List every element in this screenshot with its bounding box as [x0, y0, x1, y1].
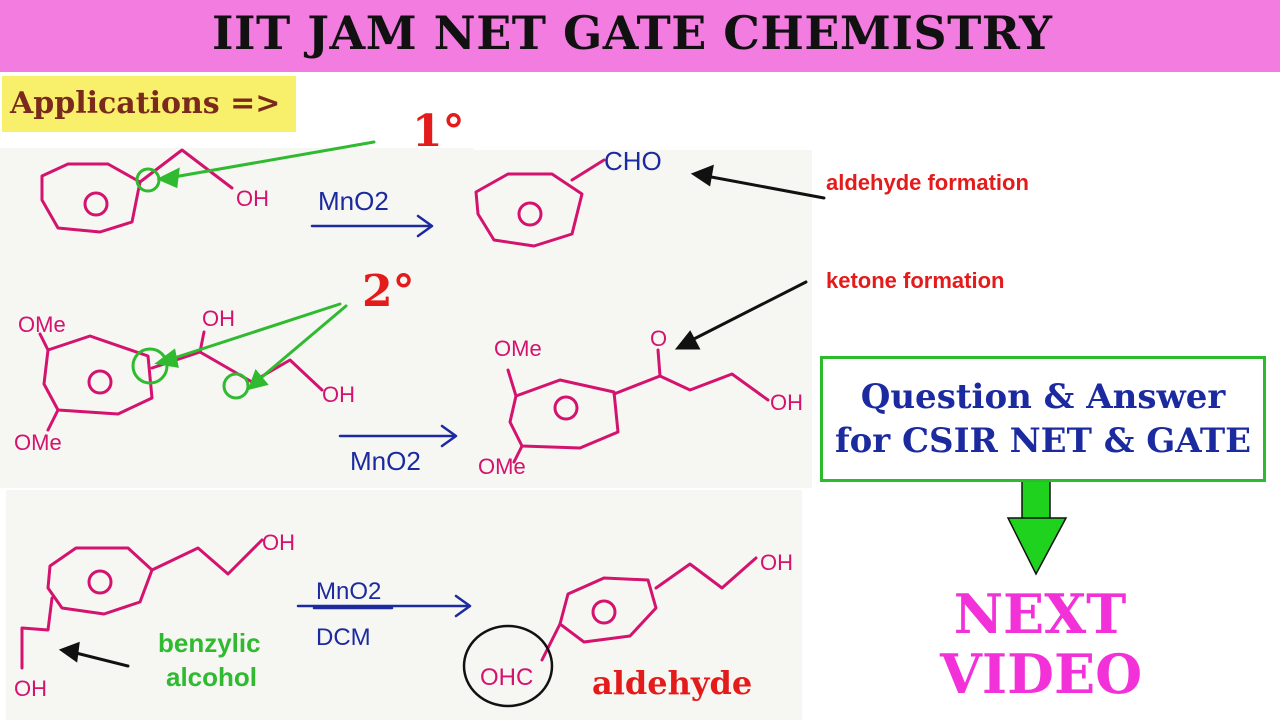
r3-reagent-top: MnO2 — [316, 578, 382, 605]
r2-product-ome-top: OMe — [494, 336, 542, 361]
next-label[interactable]: NEXT — [953, 582, 1127, 646]
secondary-carbon-marker-b — [222, 372, 250, 400]
r3-product-oh: OH — [760, 550, 793, 575]
ring-circle-r1-product — [517, 201, 543, 227]
carbonyl-bond-r2 — [656, 348, 662, 378]
r2-oh-end: OH — [322, 382, 355, 407]
secondary-marker-label: 2° — [362, 266, 415, 317]
benzene-ring-r3-product — [558, 576, 658, 644]
cho-bond-r1 — [570, 158, 606, 182]
applications-label-box: Applications => — [2, 76, 296, 132]
ome-bond-top-r2 — [38, 332, 50, 352]
benzylic-alcohol-line1: benzylic — [158, 628, 261, 658]
ketone-pointer-line — [686, 280, 808, 344]
cho-bond-r3 — [540, 622, 562, 662]
secondary-carbon-marker-a — [131, 347, 169, 385]
aldehyde-note: aldehyde — [592, 664, 753, 702]
primary-pointer-head — [156, 167, 180, 189]
benzene-ring-r1-reactant — [40, 162, 142, 234]
ketone-formation-note: ketone formation — [826, 268, 1005, 293]
ome-bond-bottom-r2 — [46, 408, 60, 432]
r2-product-ome-bottom: OMe — [478, 454, 526, 479]
secondary-pointer-head-b — [247, 369, 269, 391]
r1-reagent: MnO2 — [318, 186, 389, 216]
qa-line2: for CSIR NET & GATE — [834, 421, 1252, 461]
r2-product-oh: OH — [770, 390, 803, 415]
ketone-pointer-head — [674, 330, 701, 350]
chain-r3-reactant — [150, 538, 264, 576]
ome-bond-top-r2-product — [506, 368, 518, 398]
reaction-arrow-3-head — [454, 594, 472, 618]
video-label[interactable]: VIDEO — [940, 642, 1143, 706]
paper-panel-top-left — [0, 148, 474, 488]
benzylic-alcohol-line2: alcohol — [166, 662, 258, 692]
chain-r3-product — [654, 556, 758, 590]
aldehyde-formation-note: aldehyde formation — [826, 170, 1029, 195]
primary-pointer-line — [166, 140, 376, 180]
r3-reagent-bottom: DCM — [316, 624, 371, 651]
ring-circle-r3-reactant — [87, 569, 113, 595]
question-answer-box[interactable]: Question & Answer for CSIR NET & GATE — [820, 356, 1266, 482]
r2-ome-top: OMe — [18, 312, 66, 337]
benzene-ring-r3-reactant — [46, 546, 154, 616]
r1-reactant-oh: OH — [236, 186, 269, 211]
benzene-ring-r2-product — [508, 378, 620, 450]
reaction-arrow-2-head — [440, 424, 458, 448]
chain-r2-product — [612, 372, 770, 402]
secondary-pointer-head-a — [154, 348, 179, 368]
r2-product-o: O — [650, 326, 668, 351]
aldehyde-pointer-line — [704, 174, 826, 200]
r3-product-group: OHC — [480, 664, 534, 691]
ring-circle-r1-reactant — [83, 191, 109, 217]
qa-line1: Question & Answer — [860, 377, 1226, 417]
r3-reactant-oh-bottom: OH — [14, 676, 47, 701]
ch2oh-chain-r3 — [20, 596, 54, 670]
page-title: IIT JAM NET GATE CHEMISTRY — [212, 6, 1053, 60]
ring-circle-r2-product — [553, 395, 579, 421]
secondary-pointer-line-b — [254, 304, 348, 384]
ome-bond-bottom-r2-product — [512, 444, 524, 464]
reaction-arrow-1-head — [416, 214, 434, 238]
secondary-pointer-line-a — [166, 302, 342, 362]
r2-oh-upper: OH — [202, 306, 235, 331]
benzylic-pointer-head — [58, 641, 80, 663]
paper-panel-top-right — [468, 150, 812, 488]
benzylic-pointer-line — [70, 650, 130, 668]
primary-marker-label: 1° — [412, 106, 465, 157]
oh-circle-marker — [462, 624, 554, 708]
r3-reactant-oh-top: OH — [262, 530, 295, 555]
r1-product-group: CHO — [604, 146, 662, 176]
ring-circle-r3-product — [591, 599, 617, 625]
ring-circle-r2-reactant — [87, 369, 113, 395]
benzene-ring-r1-product — [474, 172, 584, 248]
aldehyde-pointer-head — [690, 164, 714, 187]
benzene-ring-r2-reactant — [42, 334, 154, 416]
r2-ome-bottom: OMe — [14, 430, 62, 455]
title-banner: IIT JAM NET GATE CHEMISTRY — [0, 0, 1280, 72]
applications-label: Applications => — [10, 86, 281, 121]
r2-reagent: MnO2 — [350, 446, 421, 476]
next-video-arrow — [1006, 475, 1068, 576]
